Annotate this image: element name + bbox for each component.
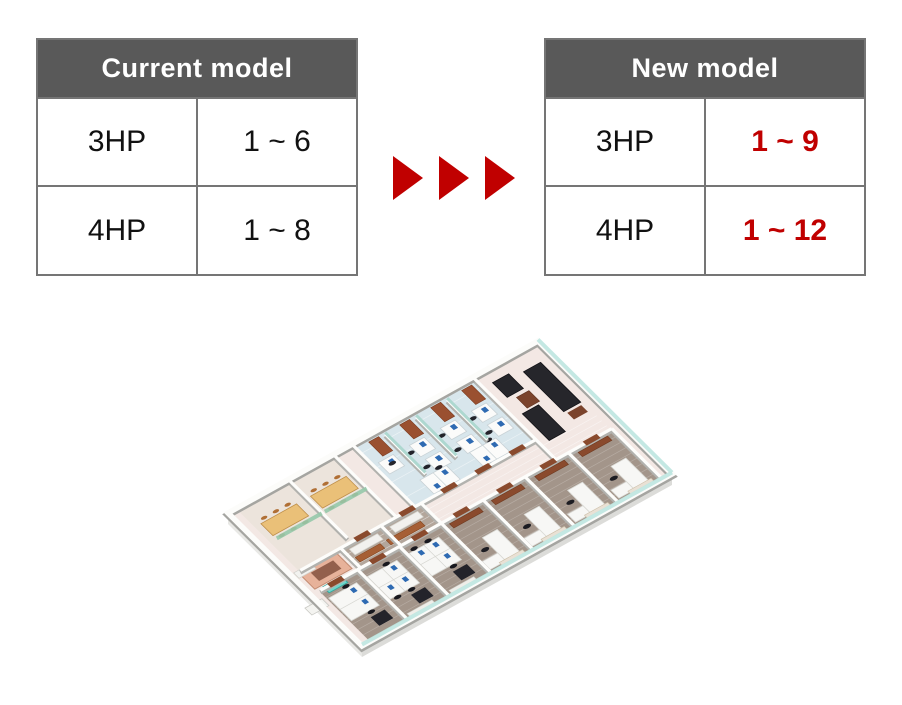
- range-cell: 1 ~ 6: [196, 99, 356, 185]
- range-cell-highlight: 1 ~ 12: [704, 187, 864, 274]
- model-cell: 4HP: [87, 213, 147, 247]
- table-row: 4HP 1 ~ 8: [38, 185, 356, 274]
- range-cell-highlight: 1 ~ 9: [704, 99, 864, 185]
- table-row: 4HP 1 ~ 12: [546, 185, 864, 274]
- new-model-table: New model 3HP 1 ~ 9 4HP 1 ~ 12: [544, 38, 866, 276]
- transition-arrows: [393, 156, 515, 200]
- current-model-table: Current model 3HP 1 ~ 6 4HP 1 ~ 8: [36, 38, 358, 276]
- current-model-header: Current model: [38, 40, 356, 97]
- forward-arrow-icon: [393, 156, 423, 200]
- table-row: 3HP 1 ~ 9: [546, 97, 864, 185]
- office-floorplan-illustration: [208, 330, 688, 700]
- new-model-header: New model: [546, 40, 864, 97]
- office-floorplan-svg: [208, 330, 688, 700]
- model-cell: 4HP: [595, 213, 655, 247]
- table-row: 3HP 1 ~ 6: [38, 97, 356, 185]
- model-cell: 3HP: [595, 125, 655, 158]
- range-cell: 1 ~ 8: [196, 187, 356, 274]
- model-cell: 3HP: [87, 125, 147, 158]
- forward-arrow-icon: [439, 156, 469, 200]
- forward-arrow-icon: [485, 156, 515, 200]
